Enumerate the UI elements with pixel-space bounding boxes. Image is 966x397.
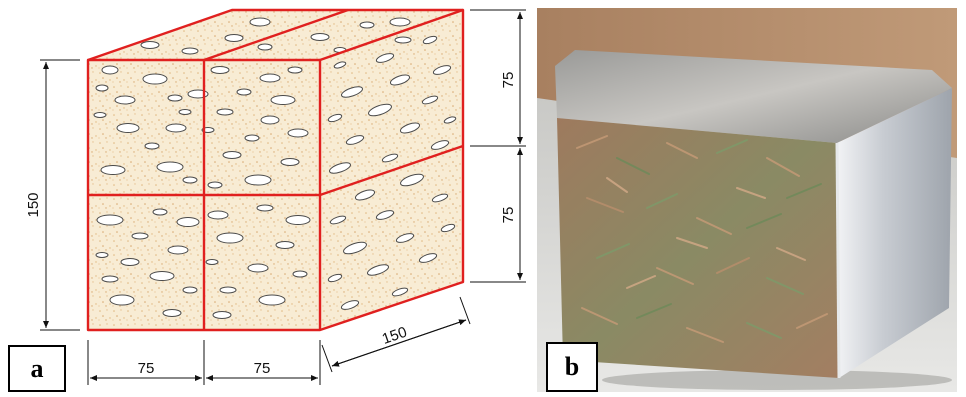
dim-width-left: 75 bbox=[138, 360, 155, 377]
cube-edges bbox=[86, 8, 465, 332]
fiber-strands bbox=[576, 135, 828, 343]
block-top-foil bbox=[555, 50, 952, 143]
cube-drawing: 150 75 75 75 75 150 bbox=[25, 8, 526, 385]
panel-a-diagram: 150 75 75 75 75 150 a bbox=[8, 8, 526, 392]
specimen-photo bbox=[537, 8, 957, 392]
dim-width-right: 75 bbox=[254, 360, 271, 377]
block-side-foil bbox=[837, 88, 952, 378]
dimension-lines bbox=[40, 9, 526, 385]
panel-a-label: a bbox=[8, 345, 66, 392]
dim-height-bottom: 75 bbox=[500, 207, 517, 224]
dim-height-total: 150 bbox=[25, 192, 42, 217]
panel-b-photo bbox=[537, 8, 957, 392]
panel-b-label: b bbox=[546, 342, 598, 392]
dim-height-top: 75 bbox=[500, 72, 517, 89]
dim-depth: 150 bbox=[380, 324, 409, 348]
block-shadow bbox=[602, 370, 952, 390]
void-ellipses bbox=[93, 17, 457, 319]
foil-edge-highlight bbox=[835, 142, 841, 379]
block-front-fibers bbox=[557, 118, 839, 378]
